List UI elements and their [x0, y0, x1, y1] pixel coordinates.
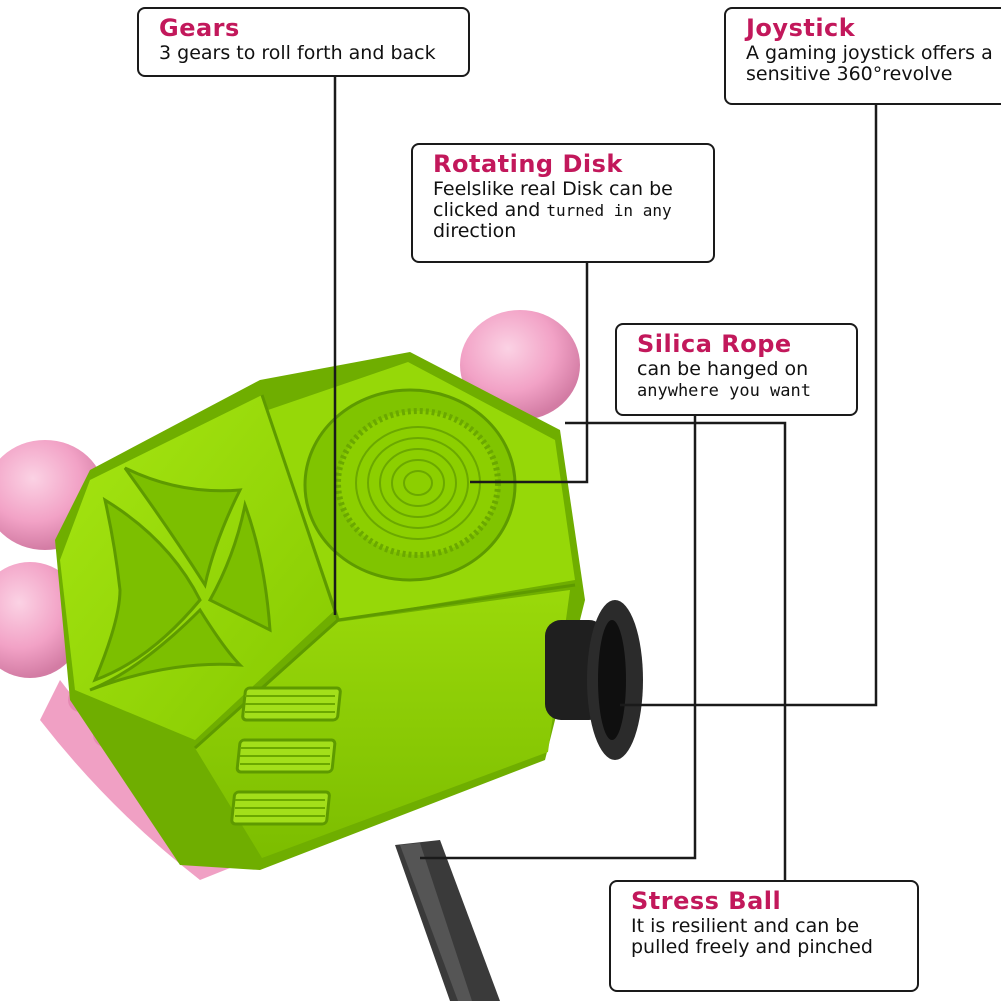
rotating-disk-icon	[303, 388, 517, 582]
callout-joystick-desc-line1: A gaming joystick offers a	[746, 42, 993, 64]
leader-lines	[333, 76, 878, 880]
callout-joystick-title: Joystick	[746, 14, 856, 42]
callout-silica-rope-title: Silica Rope	[637, 330, 792, 358]
gear-roller-icon	[230, 686, 342, 826]
callout-silica-rope: Silica Rope can be hanged on anywhere yo…	[615, 323, 858, 416]
callout-rotating-disk-desc-line3: direction	[433, 220, 517, 242]
callout-gears-title: Gears	[159, 14, 240, 42]
callout-rotating-disk: Rotating Disk Feelslike real Disk can be…	[411, 143, 715, 263]
callout-stress-ball-desc-line2: pulled freely and pinched	[631, 936, 873, 958]
callout-rotating-disk-desc-line2: clicked and turned in any	[433, 200, 703, 221]
callout-silica-rope-desc-line2: anywhere you want	[637, 380, 846, 402]
callout-stress-ball-title: Stress Ball	[631, 887, 782, 915]
callout-rotating-disk-title: Rotating Disk	[433, 150, 623, 178]
callout-gears-desc: 3 gears to roll forth and back	[159, 42, 436, 64]
callout-joystick-desc-line2: sensitive 360°revolve	[746, 63, 953, 85]
callout-silica-rope-desc-line2-text: anywhere you want	[637, 381, 811, 401]
silica-rope-icon	[395, 840, 500, 1001]
callout-stress-ball-desc-line1: It is resilient and can be	[631, 915, 860, 937]
x-cross-face-icon	[89, 466, 272, 692]
callout-stress-ball: Stress Ball It is resilient and can be p…	[609, 880, 919, 992]
callout-rotating-disk-desc-line2a: clicked and	[433, 199, 547, 221]
callout-silica-rope-desc-line1: can be hanged on	[637, 358, 809, 380]
callout-rotating-disk-desc-line1: Feelslike real Disk can be	[433, 178, 673, 200]
joystick-icon	[545, 600, 643, 760]
callout-joystick: Joystick A gaming joystick offers a sens…	[724, 7, 1001, 105]
callout-gears: Gears 3 gears to roll forth and back	[137, 7, 470, 77]
callout-rotating-disk-desc-line2b: turned in any	[546, 201, 672, 220]
